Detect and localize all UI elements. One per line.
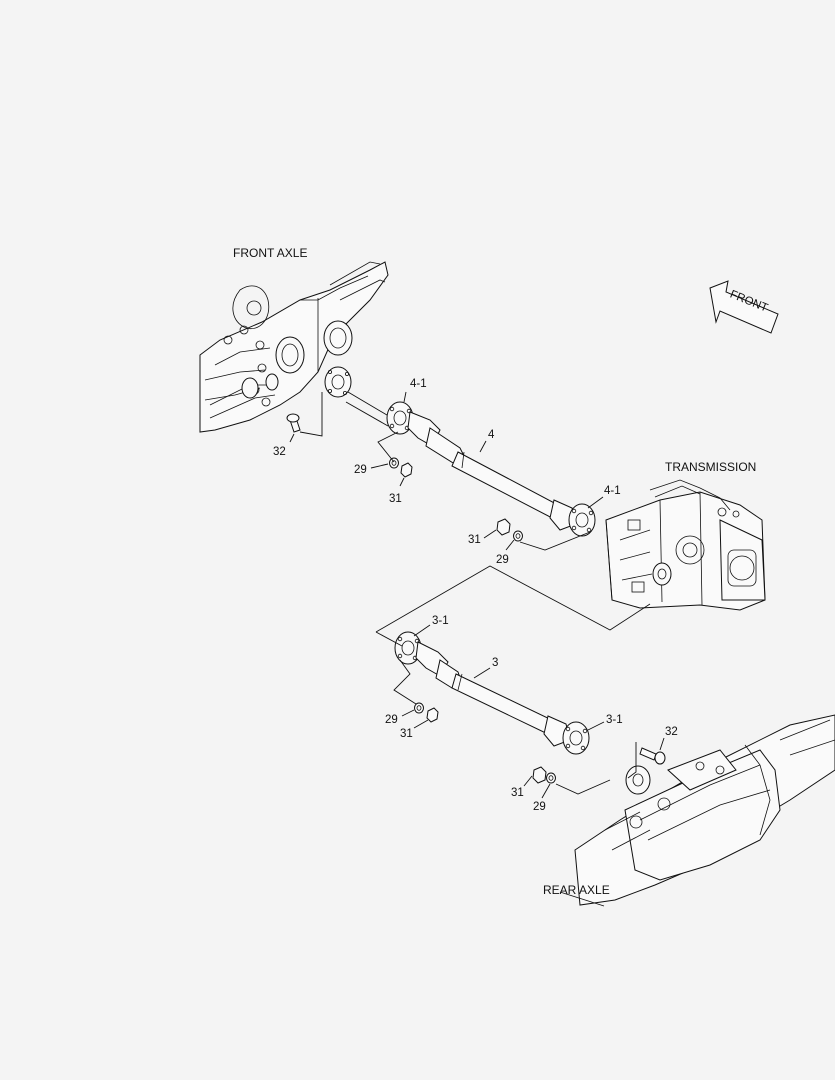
nut-31-d [532, 766, 547, 784]
rear-axle-housing [574, 714, 835, 906]
front-axle-label: FRONT AXLE [233, 246, 307, 260]
nut-31-c [426, 707, 439, 723]
front-axle-housing [199, 261, 389, 433]
rear-drive-shaft [394, 631, 590, 755]
transmission-label: TRANSMISSION [665, 460, 756, 474]
leader-lines [289, 391, 665, 907]
callout-4-1-front: 4-1 [410, 378, 427, 390]
callout-29-d: 29 [533, 801, 546, 813]
callout-32-front: 32 [273, 446, 286, 458]
washer-29-a [389, 457, 399, 469]
callout-4-1-rear: 4-1 [604, 485, 621, 497]
callout-29-a: 29 [354, 464, 367, 476]
callout-29-c: 29 [385, 714, 398, 726]
nut-31-b [496, 518, 511, 536]
bolt-32-rear [639, 747, 666, 765]
nut-31-a [400, 462, 413, 478]
transmission-housing [605, 479, 766, 611]
callout-4: 4 [488, 429, 495, 441]
callout-31-b: 31 [468, 534, 481, 546]
front-direction-arrow: FRONT [709, 280, 779, 334]
bolt-32-front [286, 413, 301, 433]
callout-3-1-lower: 3-1 [606, 714, 623, 726]
callout-32-rear: 32 [665, 726, 678, 738]
front-axle-pinion-flange [324, 366, 352, 398]
washer-29-c [414, 702, 424, 714]
callout-31-a: 31 [389, 493, 402, 505]
front-drive-shaft [345, 391, 596, 537]
callout-31-d: 31 [511, 787, 524, 799]
washer-29-b [513, 530, 523, 542]
callout-29-b: 29 [496, 554, 509, 566]
callout-3: 3 [492, 657, 498, 669]
callout-3-1-upper: 3-1 [432, 615, 449, 627]
callout-31-c: 31 [400, 728, 413, 740]
washer-29-d [546, 772, 556, 784]
rear-axle-label: REAR AXLE [543, 883, 610, 897]
